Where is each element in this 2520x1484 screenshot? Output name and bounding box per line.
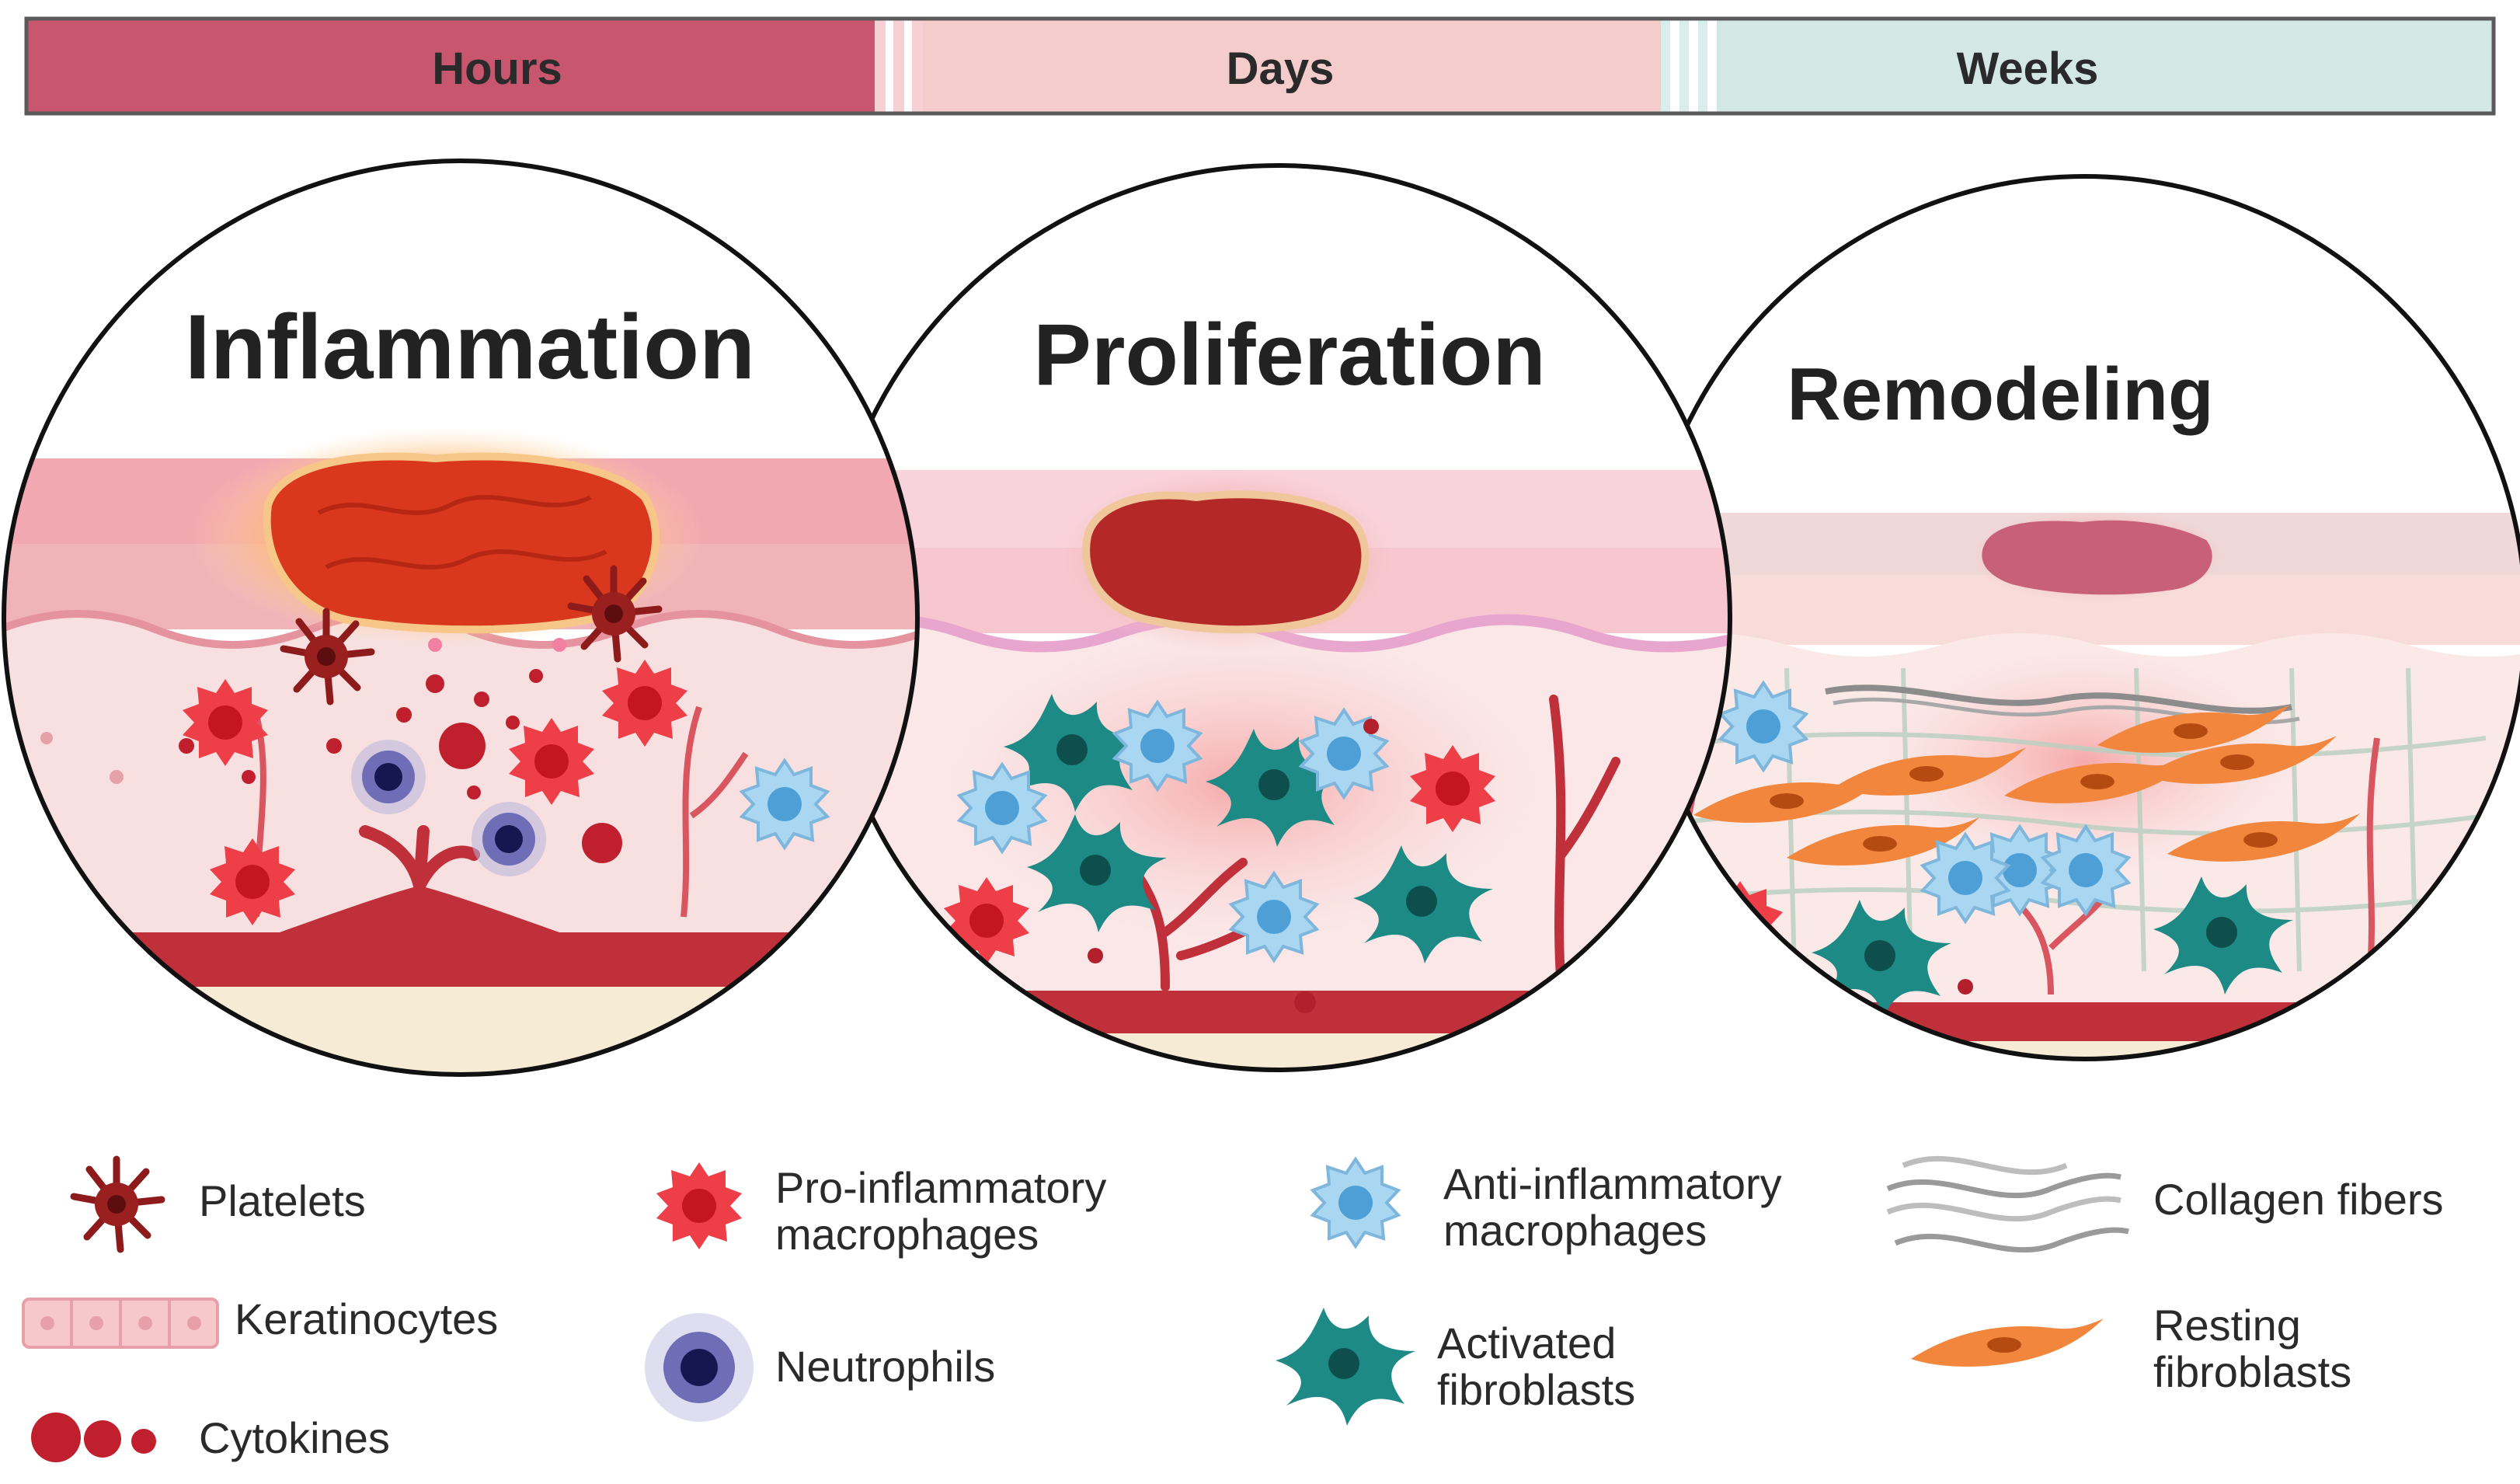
timeline-segment-hours bbox=[26, 19, 875, 113]
panel-border bbox=[2, 159, 920, 1077]
legend-label-pro-inflammatory-1: Pro-inflammatory bbox=[775, 1163, 1106, 1212]
phase-title-remodeling: Remodeling bbox=[1787, 353, 2213, 436]
fat-layer bbox=[826, 1033, 1730, 1070]
timeline-bar: Hours Days Weeks bbox=[24, 16, 2496, 116]
neutrophil bbox=[472, 802, 546, 876]
phase-title-inflammation: Inflammation bbox=[185, 296, 755, 399]
cytokine bbox=[1363, 719, 1379, 734]
legend-label-anti-inflammatory-2: macrophages bbox=[1443, 1206, 1707, 1255]
legend-label-activated-fibroblasts-2: fibroblasts bbox=[1437, 1365, 1635, 1414]
legend-item-neutrophils: Neutrophils bbox=[645, 1313, 995, 1422]
legend-label-collagen-fibers: Collagen fibers bbox=[2153, 1175, 2444, 1224]
legend-label-neutrophils: Neutrophils bbox=[775, 1342, 995, 1391]
timeline-label-hours: Hours bbox=[432, 44, 562, 94]
wound bbox=[263, 452, 660, 634]
cytokine bbox=[1958, 979, 1973, 995]
blood-vessel bbox=[1643, 1002, 2520, 1041]
cytokines-icon bbox=[31, 1413, 156, 1462]
legend-item-platelets: Platelets bbox=[74, 1159, 366, 1249]
legend: Platelets Keratinocytes Cytokines bbox=[22, 1155, 2444, 1462]
legend-item-anti-inflammatory-macrophages: Anti-inflammatory macrophages bbox=[1311, 1158, 1782, 1255]
legend-item-resting-fibroblasts: Resting fibroblasts bbox=[1911, 1301, 2351, 1396]
legend-label-resting-fibroblasts-1: Resting bbox=[2153, 1301, 2301, 1350]
legend-item-keratinocytes: Keratinocytes bbox=[22, 1294, 498, 1349]
timeline-stripe bbox=[912, 19, 923, 113]
timeline-stripe bbox=[893, 19, 904, 113]
activated-fibroblast-icon bbox=[1276, 1308, 1415, 1426]
fat-layer bbox=[1643, 1041, 2520, 1059]
legend-item-pro-inflammatory-macrophages: Pro-inflammatory macrophages bbox=[656, 1162, 1106, 1259]
timeline-stripe bbox=[1661, 19, 1670, 113]
timeline-stripe bbox=[1679, 19, 1689, 113]
legend-item-activated-fibroblasts: Activated fibroblasts bbox=[1276, 1308, 1635, 1426]
timeline-label-weeks: Weeks bbox=[1957, 44, 2099, 94]
collagen-fibers-icon bbox=[1886, 1155, 2129, 1253]
legend-label-anti-inflammatory-1: Anti-inflammatory bbox=[1443, 1159, 1782, 1208]
blood-vessel bbox=[4, 886, 917, 987]
timeline-border bbox=[24, 16, 2496, 116]
scar bbox=[1982, 520, 2212, 595]
neutrophil-icon bbox=[645, 1313, 754, 1422]
anti-inflammatory-macrophage-icon bbox=[1311, 1158, 1400, 1248]
timeline-segment-weeks bbox=[1717, 19, 2494, 113]
timeline-label-days: Days bbox=[1227, 44, 1335, 94]
legend-item-collagen-fibers: Collagen fibers bbox=[1886, 1155, 2444, 1253]
legend-label-resting-fibroblasts-2: fibroblasts bbox=[2153, 1347, 2351, 1396]
neutrophil bbox=[351, 740, 426, 814]
legend-item-cytokines: Cytokines bbox=[31, 1413, 390, 1462]
legend-label-activated-fibroblasts-1: Activated bbox=[1437, 1319, 1616, 1367]
cytokine bbox=[1088, 948, 1103, 963]
resting-fibroblast-icon bbox=[1911, 1319, 2104, 1367]
legend-label-platelets: Platelets bbox=[199, 1176, 366, 1225]
blood-vessel bbox=[826, 991, 1730, 1033]
timeline-stripe bbox=[1698, 19, 1707, 113]
phase-panel-proliferation bbox=[823, 163, 1732, 1072]
wound bbox=[1082, 490, 1370, 634]
phase-panel-remodeling bbox=[1641, 174, 2520, 1061]
legend-label-cytokines: Cytokines bbox=[199, 1413, 390, 1462]
cytokine bbox=[1684, 907, 1703, 926]
platelet-icon bbox=[74, 1159, 162, 1249]
wound-texture bbox=[317, 495, 607, 570]
legend-label-pro-inflammatory-2: macrophages bbox=[775, 1210, 1039, 1259]
phase-title-proliferation: Proliferation bbox=[1033, 306, 1546, 403]
legend-label-keratinocytes: Keratinocytes bbox=[235, 1294, 498, 1343]
timeline-segment-days bbox=[923, 19, 1661, 113]
pro-inflammatory-macrophage-icon bbox=[656, 1162, 742, 1249]
timeline-stripe bbox=[875, 19, 886, 113]
cytokine bbox=[1294, 991, 1316, 1013]
vessel-rupture bbox=[359, 825, 480, 892]
keratinocyte-icon bbox=[22, 1298, 219, 1349]
phase-panel-inflammation bbox=[2, 159, 920, 1077]
cytokine-cluster bbox=[40, 638, 622, 863]
